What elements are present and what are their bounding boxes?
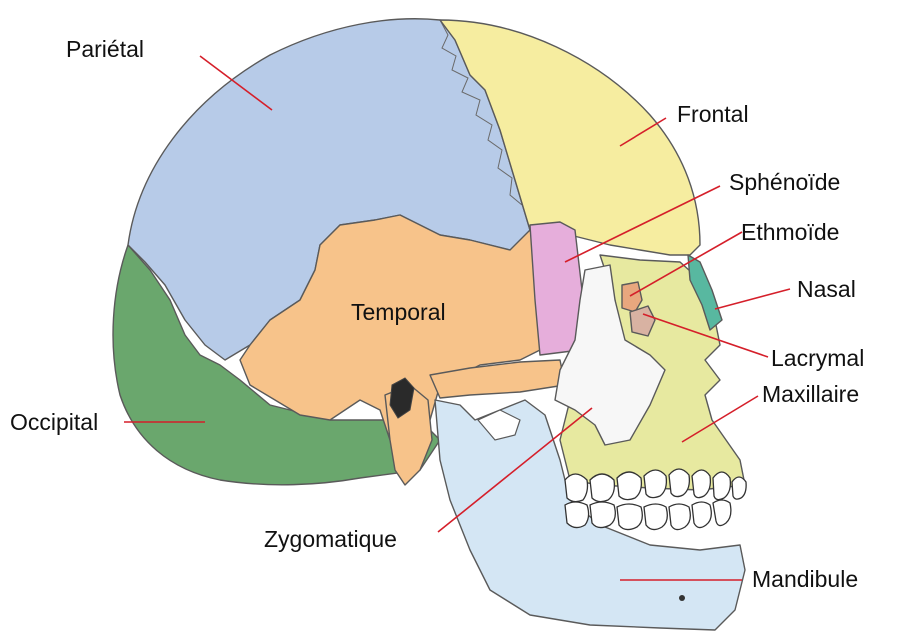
label-maxillaire: Maxillaire (762, 381, 859, 407)
label-zygomatique: Zygomatique (264, 526, 397, 552)
leader-nasal (715, 289, 790, 309)
sphenoid-bone (530, 222, 582, 355)
mental-foramen (679, 595, 685, 601)
label-ethmoide: Ethmoïde (741, 219, 839, 245)
label-nasal: Nasal (797, 276, 856, 302)
label-sphenoide: Sphénoïde (729, 169, 840, 195)
label-lacrymal: Lacrymal (771, 345, 864, 371)
label-mandibule: Mandibule (752, 566, 858, 592)
label-temporal: Temporal (351, 299, 446, 325)
teeth (565, 469, 746, 530)
label-occipital: Occipital (10, 409, 98, 435)
label-parietal: Pariétal (66, 36, 144, 62)
label-frontal: Frontal (677, 101, 749, 127)
